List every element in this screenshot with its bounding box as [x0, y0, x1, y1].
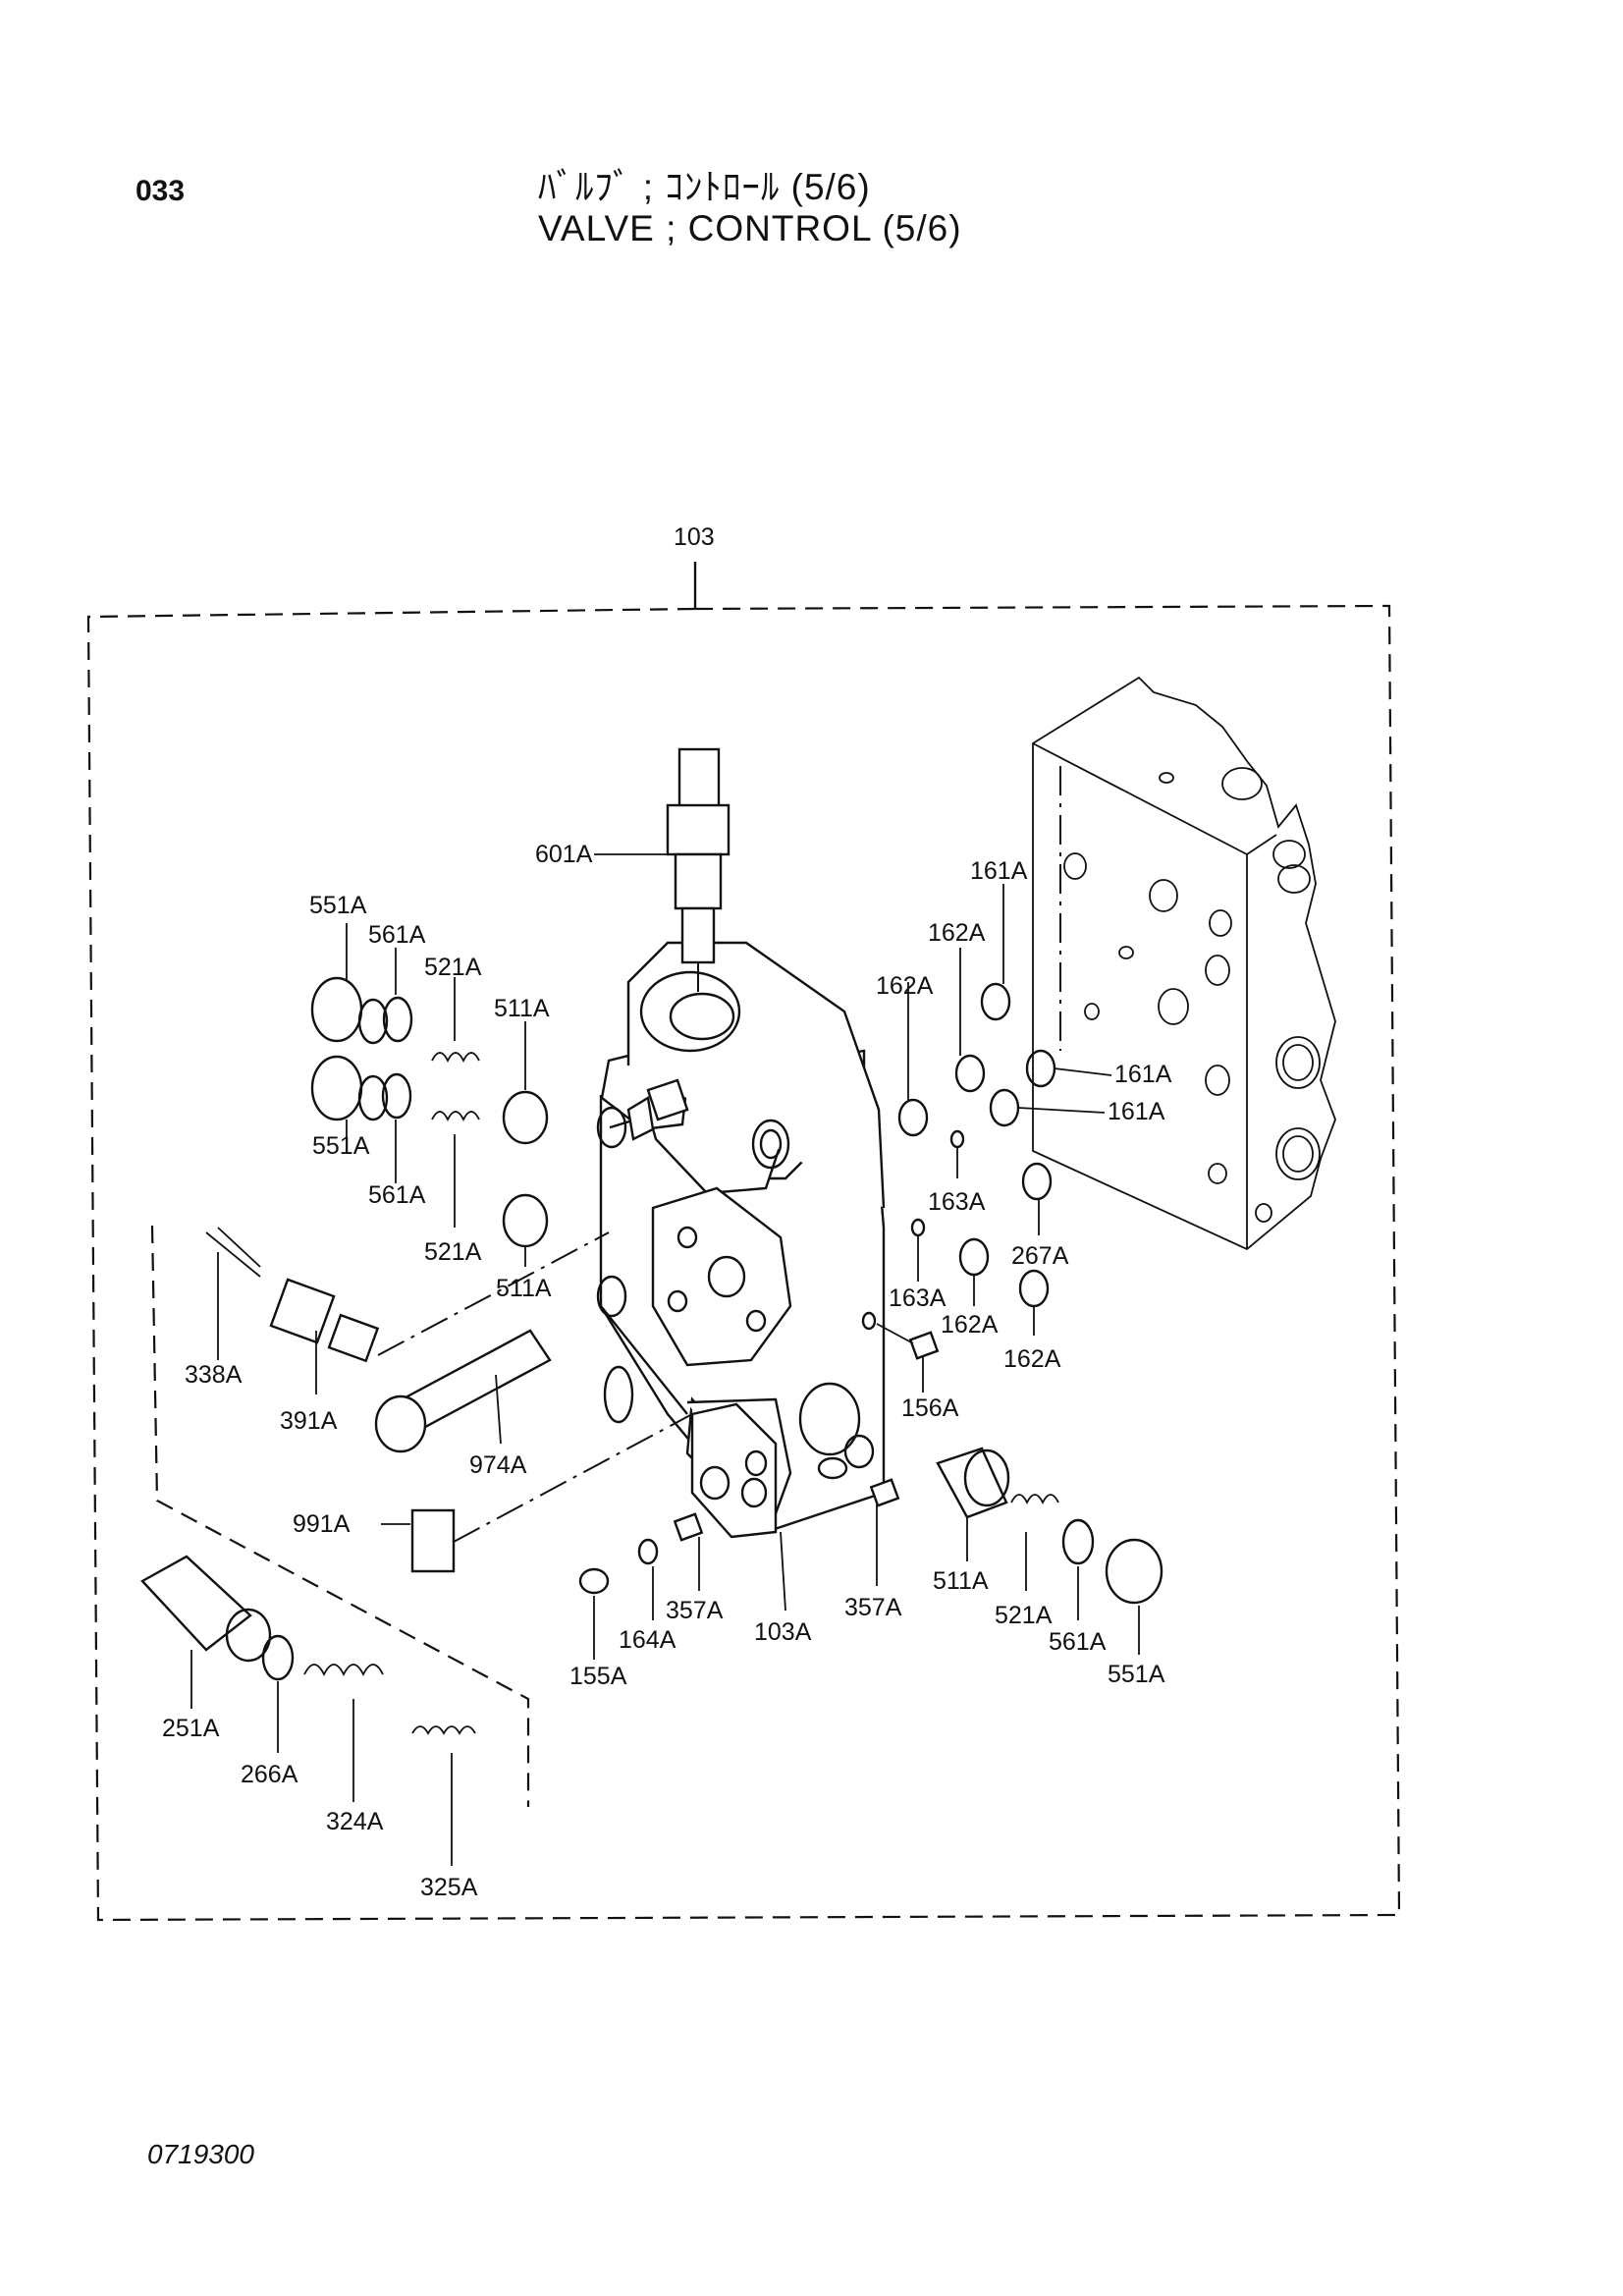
callout-161A-middle: 161A — [1114, 1061, 1172, 1088]
callout-267A: 267A — [1011, 1242, 1069, 1270]
callout-163A-upper: 163A — [928, 1188, 986, 1216]
callout-161A-lower: 161A — [1108, 1098, 1165, 1125]
callout-163A-lower: 163A — [889, 1285, 947, 1312]
bottom-center-parts: 155A 164A 357A 103A 357A — [569, 1478, 902, 1690]
callout-521A-upper: 521A — [424, 954, 482, 981]
callout-266A: 266A — [241, 1761, 298, 1788]
callout-561A-lower: 561A — [1049, 1628, 1107, 1656]
callout-162A-lower-right: 162A — [1003, 1345, 1061, 1373]
callout-991A: 991A — [293, 1510, 351, 1538]
callout-601A: 601A — [535, 841, 593, 868]
callout-156A: 156A — [901, 1394, 959, 1422]
lower-left-parts: 251A 266A 324A 325A — [140, 1555, 478, 1901]
callout-162A-lower-left: 162A — [941, 1311, 999, 1339]
callout-521A-middle: 521A — [424, 1238, 482, 1266]
assembly-boundary: 103 — [86, 523, 1401, 1922]
adjacent-valve-block — [1032, 676, 1336, 1251]
callout-561A-upper: 561A — [368, 921, 426, 949]
callout-103A: 103A — [754, 1618, 812, 1646]
page-title-english: VALVE ; CONTROL (5/6) — [538, 208, 962, 248]
callout-162A-left: 162A — [876, 972, 934, 1000]
callout-551A-upper: 551A — [309, 892, 367, 919]
document-code: 0719300 — [147, 2139, 255, 2169]
callout-155A: 155A — [569, 1663, 627, 1690]
callout-391A: 391A — [280, 1407, 338, 1435]
callout-103: 103 — [674, 523, 715, 551]
callout-324A: 324A — [326, 1808, 384, 1835]
right-lower-parts: 511A 521A 561A 551A — [933, 1447, 1165, 1688]
callout-561A-middle: 561A — [368, 1181, 426, 1209]
callout-511A-middle: 511A — [496, 1275, 552, 1302]
callout-974A: 974A — [469, 1451, 527, 1479]
valve-section-body — [596, 941, 886, 1539]
right-o-ring-parts: 161A 162A 162A 161A 161A 163A 267A 163A … — [861, 857, 1172, 1422]
callout-551A-middle: 551A — [312, 1132, 370, 1160]
callout-511A-lower: 511A — [933, 1567, 989, 1595]
callout-551A-lower: 551A — [1108, 1661, 1165, 1688]
callout-338A: 338A — [185, 1361, 243, 1389]
callout-251A: 251A — [162, 1715, 220, 1742]
callout-164A: 164A — [619, 1626, 676, 1654]
callout-325A: 325A — [420, 1874, 478, 1901]
page-title-japanese: ﾊﾞﾙﾌﾞ ; ｺﾝﾄﾛｰﾙ (5/6) — [538, 167, 871, 207]
part-601A-sensor: 601A — [535, 747, 730, 992]
page-number: 033 — [135, 175, 186, 207]
callout-161A-top: 161A — [970, 857, 1028, 885]
callout-162A-top: 162A — [928, 919, 986, 947]
callout-511A-upper: 511A — [494, 995, 550, 1022]
left-middle-parts: 338A 391A 974A 991A — [150, 1225, 693, 1807]
callout-357A-left: 357A — [666, 1597, 724, 1624]
callout-521A-lower: 521A — [995, 1602, 1053, 1629]
callout-357A-right: 357A — [844, 1594, 902, 1621]
left-upper-parts: 551A 561A 521A 511A 551A 561A 521A 511A — [309, 892, 552, 1302]
